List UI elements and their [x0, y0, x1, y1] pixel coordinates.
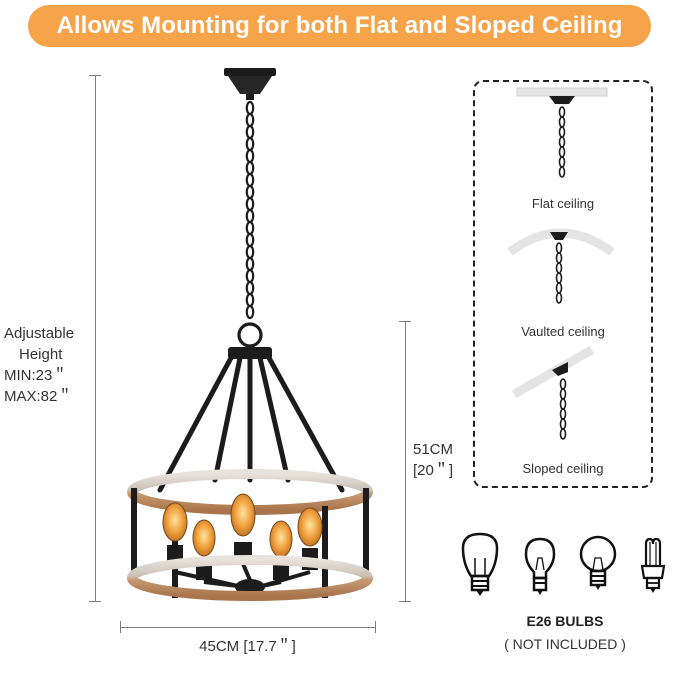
- height-dimension-line: [95, 75, 96, 602]
- body-height-dimension-line: [405, 321, 406, 601]
- ceiling-options-panel: [473, 80, 653, 488]
- cfl-bulb-icon: [640, 537, 666, 593]
- sloped-ceiling-label: Sloped ceiling: [522, 461, 604, 476]
- ceiling-canopy: [224, 68, 276, 100]
- bulb-type-label: E26 BULBS: [526, 613, 604, 629]
- width-label: 45CM [17.7＂]: [199, 638, 296, 655]
- frame-arms: [157, 353, 345, 493]
- height-tick-bottom: [89, 601, 101, 602]
- banner-text: Allows Mounting for both Flat and Sloped…: [56, 12, 623, 39]
- sloped-ceiling-illustration: [511, 345, 595, 440]
- flat-ceiling-illustration: [516, 87, 608, 178]
- width-tick-left: [120, 621, 121, 633]
- width-dimension-line: [120, 627, 375, 628]
- bulbs-not-included-label: ( NOT INCLUDED ): [504, 636, 626, 652]
- title-banner: Allows Mounting for both Flat and Sloped…: [28, 5, 651, 47]
- chain: [237, 100, 263, 348]
- globe-bulb-icon: [579, 535, 617, 590]
- adjustable-height-label: Adjustable Height MIN:23＂ MAX:82＂: [4, 325, 75, 405]
- bottom-wood-ring: [127, 555, 373, 601]
- height-tick-top: [89, 75, 101, 76]
- body-height-label: 51CM [20＂]: [413, 441, 454, 479]
- center-hub: [174, 563, 311, 595]
- width-tick-right: [375, 621, 376, 633]
- a19-bulb-icon: [524, 537, 556, 595]
- flat-ceiling-label: Flat ceiling: [531, 196, 595, 211]
- chandelier-image: [127, 68, 373, 601]
- vaulted-ceiling-illustration: [507, 228, 615, 304]
- body-height-tick-bottom: [399, 601, 411, 602]
- edison-bulb-icon: [461, 532, 499, 596]
- body-height-tick-top: [399, 321, 411, 322]
- vaulted-ceiling-label: Vaulted ceiling: [521, 324, 605, 339]
